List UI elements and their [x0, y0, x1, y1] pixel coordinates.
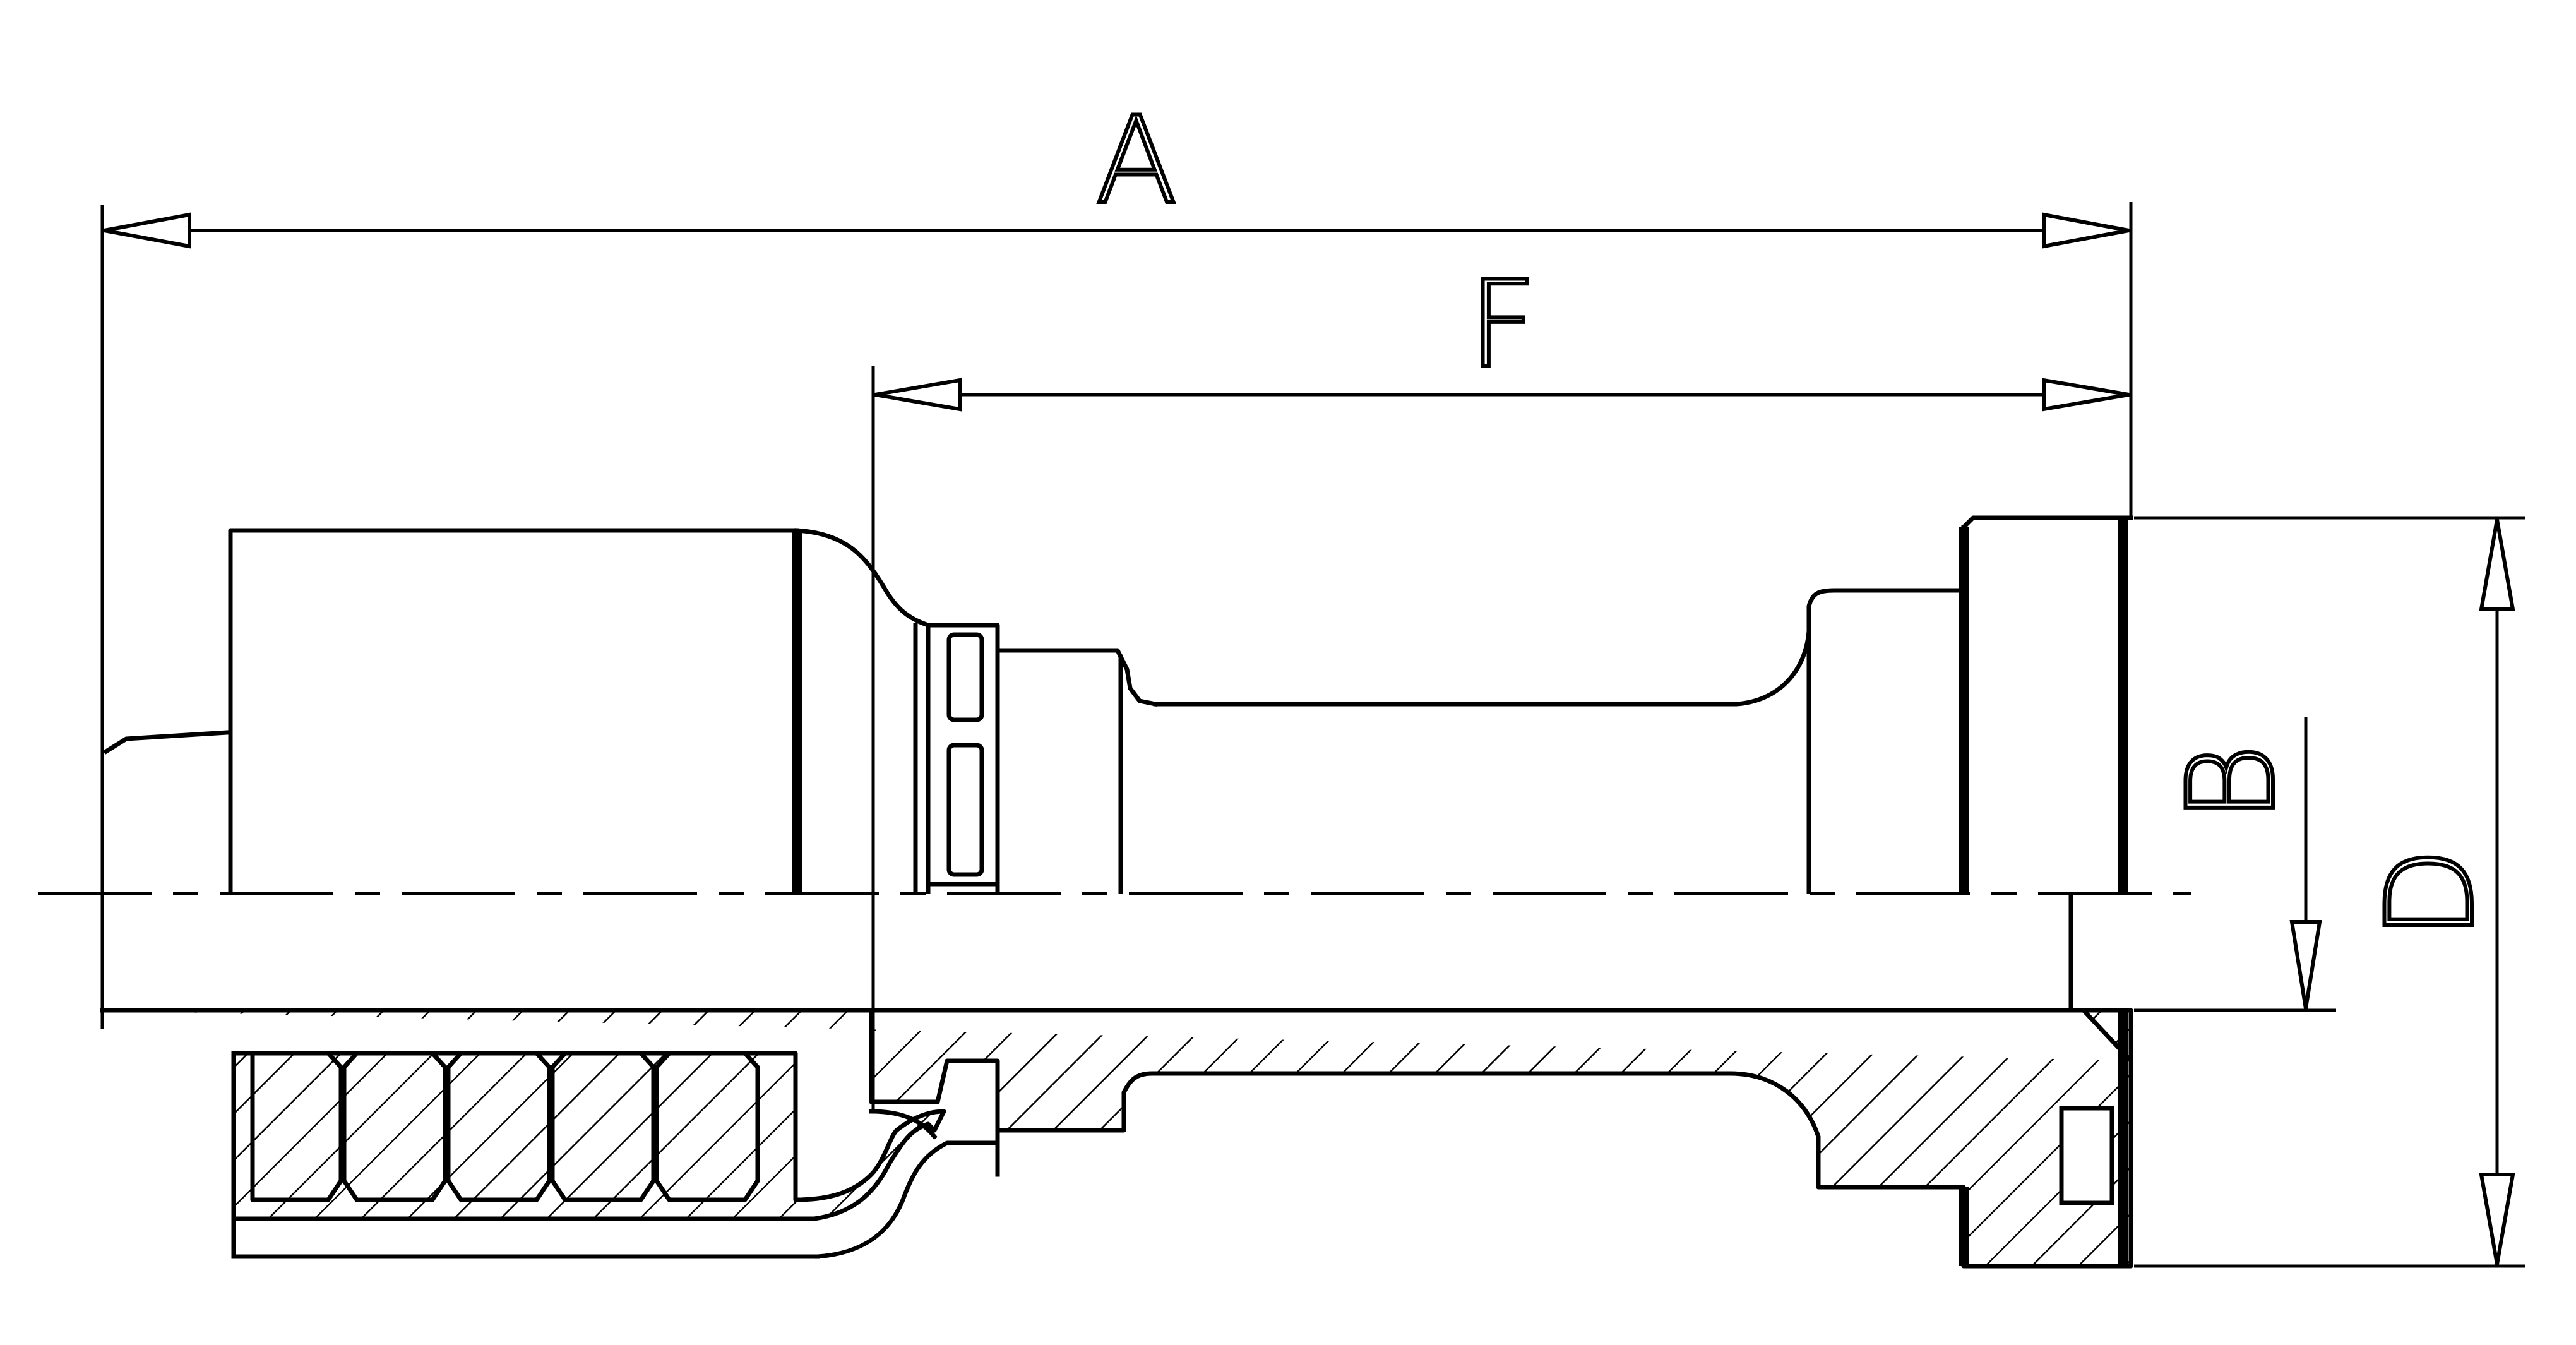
arrowhead-right: [2042, 212, 2130, 249]
dimension-f: F: [871, 253, 2130, 1111]
nipple-section: [102, 1008, 2133, 1269]
dimension-d: D: [2134, 516, 2525, 1268]
nut-groove: [946, 743, 984, 877]
dimension-b: B: [2134, 717, 2336, 1012]
dimension-a: A: [100, 89, 2133, 1029]
nipple-exterior: [913, 515, 2133, 894]
arrowhead-down: [2479, 1173, 2515, 1265]
bore-lines: [100, 893, 2086, 1013]
dimension-label-f: F: [1468, 255, 1537, 395]
nipple-wall-hatch: [102, 1008, 2133, 1269]
nut-groove: [946, 632, 984, 722]
dimension-label-b: B: [2162, 744, 2301, 822]
ferrule-section: [231, 1051, 1000, 1259]
ferrule-teeth: [250, 1051, 760, 1202]
ferrule-wall-hatch: [231, 1051, 946, 1221]
arrowhead-left: [874, 378, 962, 412]
end-face-relief: [2059, 1106, 2114, 1205]
dimension-label-a: A: [1095, 91, 1178, 230]
dimension-label-d: D: [2361, 847, 2500, 940]
arrowhead-down: [2289, 920, 2322, 1009]
ferrule-exterior: [103, 528, 931, 894]
arrowhead-up: [2479, 519, 2515, 611]
arrowhead-left: [104, 212, 191, 249]
arrowhead-right: [2042, 378, 2130, 412]
